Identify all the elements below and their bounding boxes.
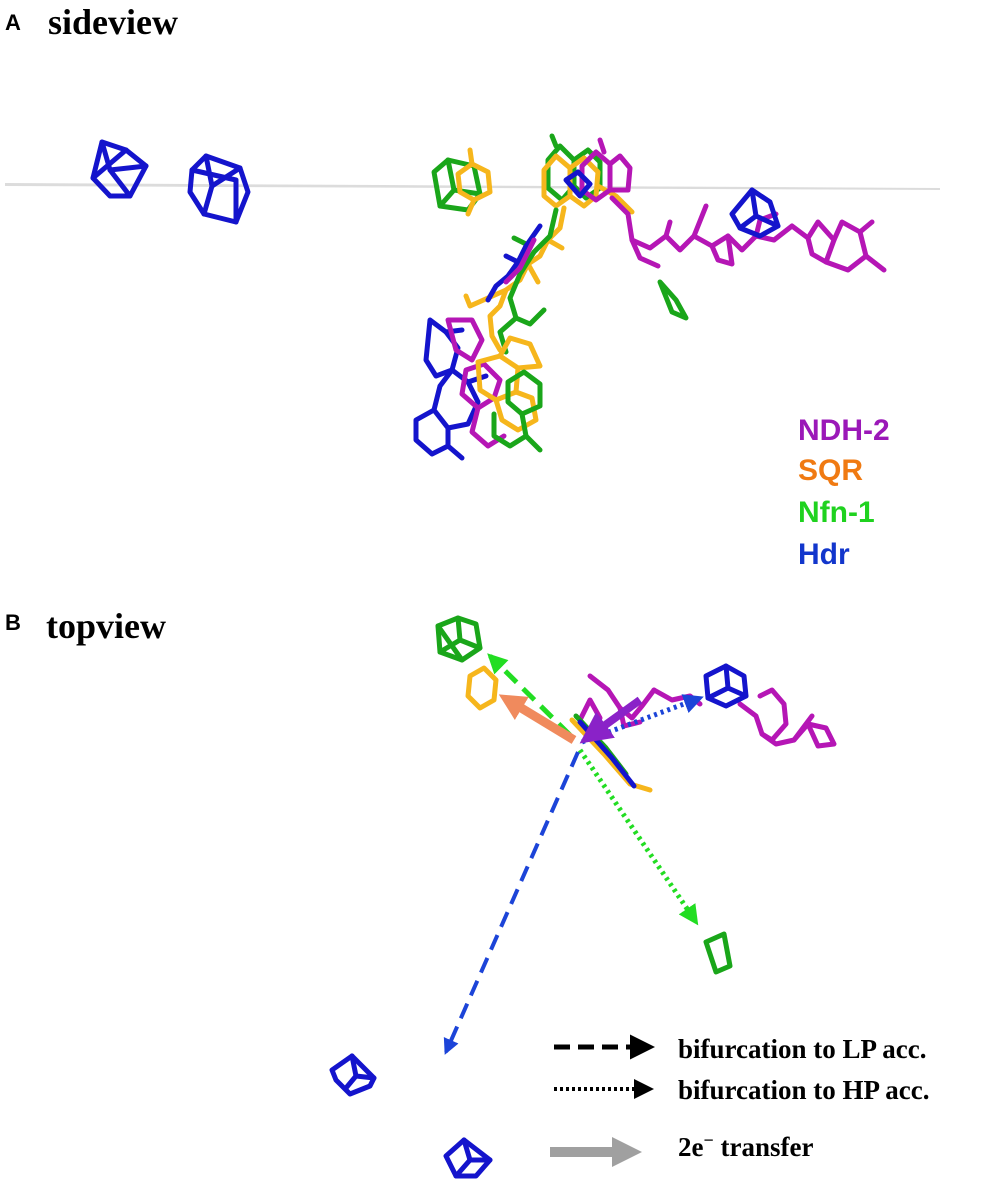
- flavin-stack: [541, 133, 635, 215]
- hdr-cluster-mid: [729, 187, 781, 239]
- key-hp-label: bifurcation to HP acc.: [678, 1075, 929, 1105]
- key-transfer-suffix: transfer: [714, 1132, 814, 1162]
- hdr-cluster-left: [90, 139, 149, 199]
- legend-ndh2: NDH-2: [798, 414, 890, 447]
- nfn1-cluster-top: [431, 157, 483, 213]
- key-transfer-label: 2e− transfer: [678, 1130, 813, 1162]
- legend-sqr: SQR: [798, 454, 863, 487]
- arrow-nfn1-hp: [577, 748, 699, 926]
- hdr-cluster-topview: [703, 663, 749, 709]
- arrow-hdr-lp: [443, 751, 580, 1055]
- key-transfer-sup: −: [703, 1130, 713, 1150]
- sqr-rings-bottom: [475, 335, 543, 433]
- ndh2-chain: [609, 195, 887, 273]
- key-transfer-prefix: 2e: [678, 1132, 704, 1162]
- nfn1-cluster-topview: [435, 615, 483, 663]
- legend-hdr: Hdr: [798, 538, 850, 571]
- nfn1-fragment: [657, 279, 689, 321]
- nfn1-rings-bottom: [491, 369, 543, 453]
- panel-a-title: sideview: [48, 2, 178, 42]
- arrow-sqr-2e-transfer: [498, 694, 577, 744]
- panel-a-letter: A: [5, 10, 21, 35]
- legend-nfn1: Nfn-1: [798, 496, 875, 529]
- nfn1-fragment-topview: [703, 931, 733, 975]
- panel-b-title: topview: [46, 606, 166, 646]
- flavin-stack-topview: [569, 713, 653, 793]
- panel-b-letter: B: [5, 610, 21, 635]
- hdr-cluster-bottom-2: [443, 1137, 493, 1179]
- sqr-ring-top: [455, 147, 493, 217]
- hdr-cluster-right: [187, 153, 251, 225]
- chain-descending: [463, 205, 567, 355]
- hdr-cluster-bottom-1: [329, 1053, 377, 1097]
- arrow-nfn1-lp: [487, 653, 572, 737]
- arrow-ndh2-2e-transfer: [579, 696, 643, 744]
- key-lp-label: bifurcation to LP acc.: [678, 1034, 926, 1064]
- membrane-plane: [5, 183, 940, 190]
- sqr-ring-topview: [465, 665, 499, 711]
